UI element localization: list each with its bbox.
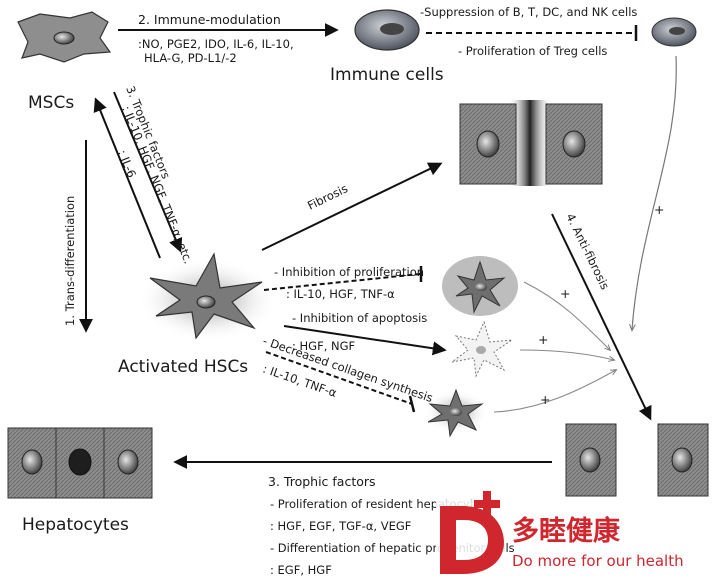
immune-modulation-factors-2: HLA-G, PD-L1/-2 [144,51,237,65]
small-immune-cell-icon [651,17,697,47]
prolif-factors: : IL-10, HGF, TNF-α [286,287,395,301]
immune-modulation-title: 2. Immune-modulation [138,12,281,27]
suppression-text: -Suppression of B, T, DC, and NK cells [420,5,637,19]
trans-differentiation-label: 1. Trans-differentiation [63,196,77,326]
hepatocytes-icon [7,427,153,499]
activated-hsc-icon [138,252,278,342]
activated-hscs-label: Activated HSCs [118,357,248,377]
apoptosis-title: - Inhibition of apoptosis [292,311,427,325]
fibrosis-arrow [261,162,443,251]
trophic-bottom-line1: - Proliferation of resident hepatocytes [270,497,487,511]
trophic-to-hsc-arrow [113,91,183,253]
watermark-chinese-text: 多睦健康 [512,515,621,547]
collagen-inhibit-line [265,351,413,405]
collagen-inhibit-bar [408,395,416,413]
trophic-bottom-title: 3. Trophic factors [268,474,376,489]
apoptosis-arrow [283,325,447,356]
collagen-hsc-icon [424,388,488,438]
trophic-bottom-line2: : HGF, EGF, TGF-α, VEGF [270,519,411,533]
immune-cell-icon [354,9,420,51]
prolif-title: - Inhibition of proliferation [274,265,424,279]
apoptosis-factors: : HGF, NGF [292,339,355,353]
plus-sign-top: + [654,202,664,217]
plus-sign-prolif: + [560,286,570,301]
immune-modulation-factors-1: :NO, PGE2, IDO, IL-6, IL-10, [138,37,294,51]
treg-to-recovery-curve [632,55,677,330]
il6-to-msc-arrow [93,97,161,259]
fibrotic-tissue-icon [459,100,603,186]
anti-fibrosis-arrow [551,213,652,421]
trophic-bottom-line4: : EGF, HGF [270,563,332,577]
msc-cell-icon [17,11,112,63]
treg-text: - Proliferation of Treg cells [458,44,607,58]
hepatocytes-label: Hepatocytes [22,515,129,535]
collagen-effect-curve [493,370,616,413]
mscs-label: MSCs [28,93,74,113]
proliferating-hsc-icon [442,256,518,316]
prolif-effect-curve [523,281,610,350]
apop-effect-curve [519,349,614,360]
fibrosis-label: Fibrosis [305,181,350,212]
recovered-tissue-icon [565,423,709,497]
il6-label-rotated: : IL-6 [115,148,139,180]
brand-logo-icon [436,491,506,574]
plus-sign-apop: + [538,332,548,347]
plus-sign-collagen: + [540,392,550,407]
prolif-inhibit-line [263,273,421,291]
immune-cells-label: Immune cells [330,65,444,85]
watermark-slogan: Do more for our health [512,552,684,570]
apoptotic-hsc-icon [451,320,513,378]
